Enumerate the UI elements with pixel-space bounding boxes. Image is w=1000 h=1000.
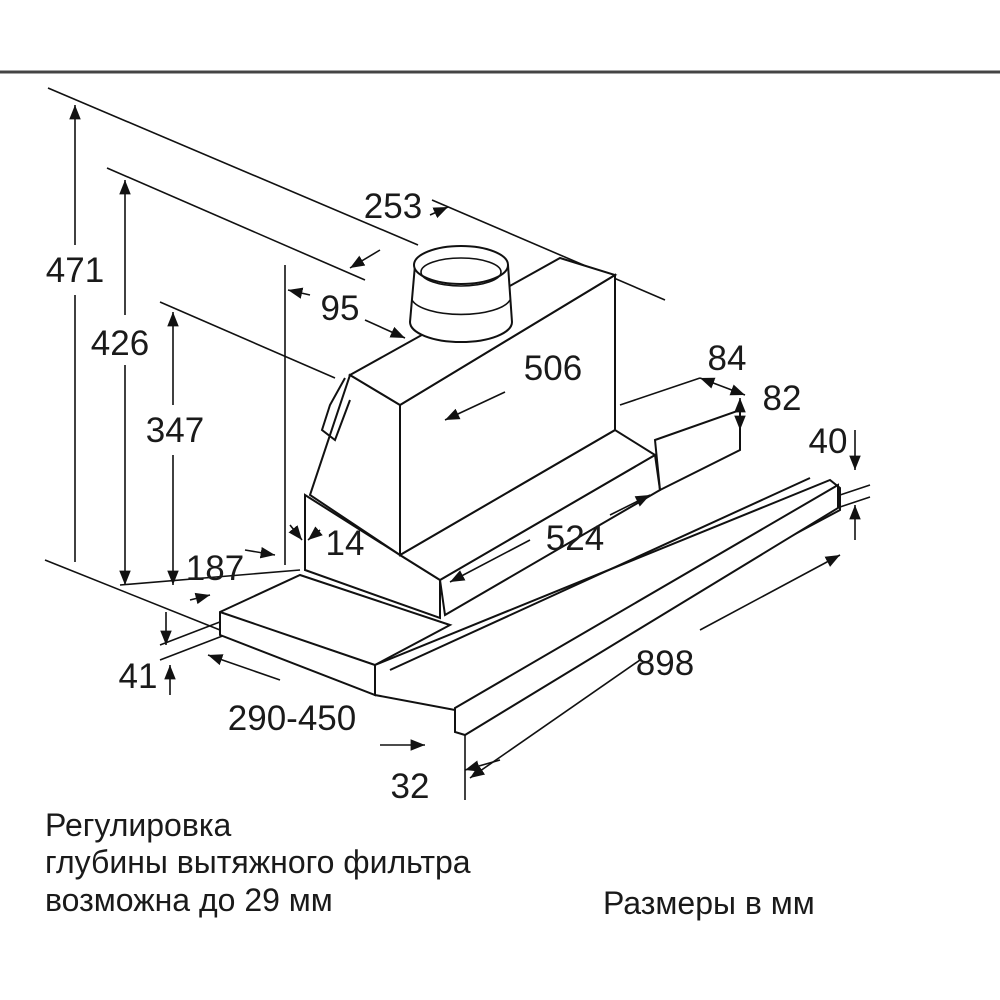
- note-line-3: возможна до 29 мм: [45, 882, 333, 918]
- dim-506: 506: [524, 349, 582, 388]
- dim-82: 82: [763, 379, 802, 418]
- dim-347: 347: [146, 411, 204, 450]
- dim-84: 84: [708, 339, 747, 378]
- extension-lines: [44, 87, 871, 800]
- dim-95: 95: [321, 289, 360, 328]
- dim-187: 187: [186, 549, 244, 588]
- dimension-arrows: [69, 105, 861, 779]
- note-line-2: глубины вытяжного фильтра: [45, 844, 471, 880]
- dim-32: 32: [391, 767, 430, 806]
- dim-426: 426: [91, 324, 149, 363]
- dim-471: 471: [46, 251, 104, 290]
- note-line-1: Регулировка: [45, 807, 232, 843]
- dim-40: 40: [809, 422, 848, 461]
- dim-524: 524: [546, 519, 604, 558]
- dimension-labels: 471 426 347 253 95 506 84 82 40 14 524 1…: [46, 187, 848, 806]
- dim-41: 41: [119, 657, 158, 696]
- dim-898: 898: [636, 644, 694, 683]
- dim-253: 253: [364, 187, 422, 226]
- dim-290-450: 290-450: [228, 699, 356, 738]
- units-note: Размеры в мм: [603, 885, 815, 921]
- hood-illustration: [219, 245, 841, 737]
- dim-14: 14: [326, 524, 365, 563]
